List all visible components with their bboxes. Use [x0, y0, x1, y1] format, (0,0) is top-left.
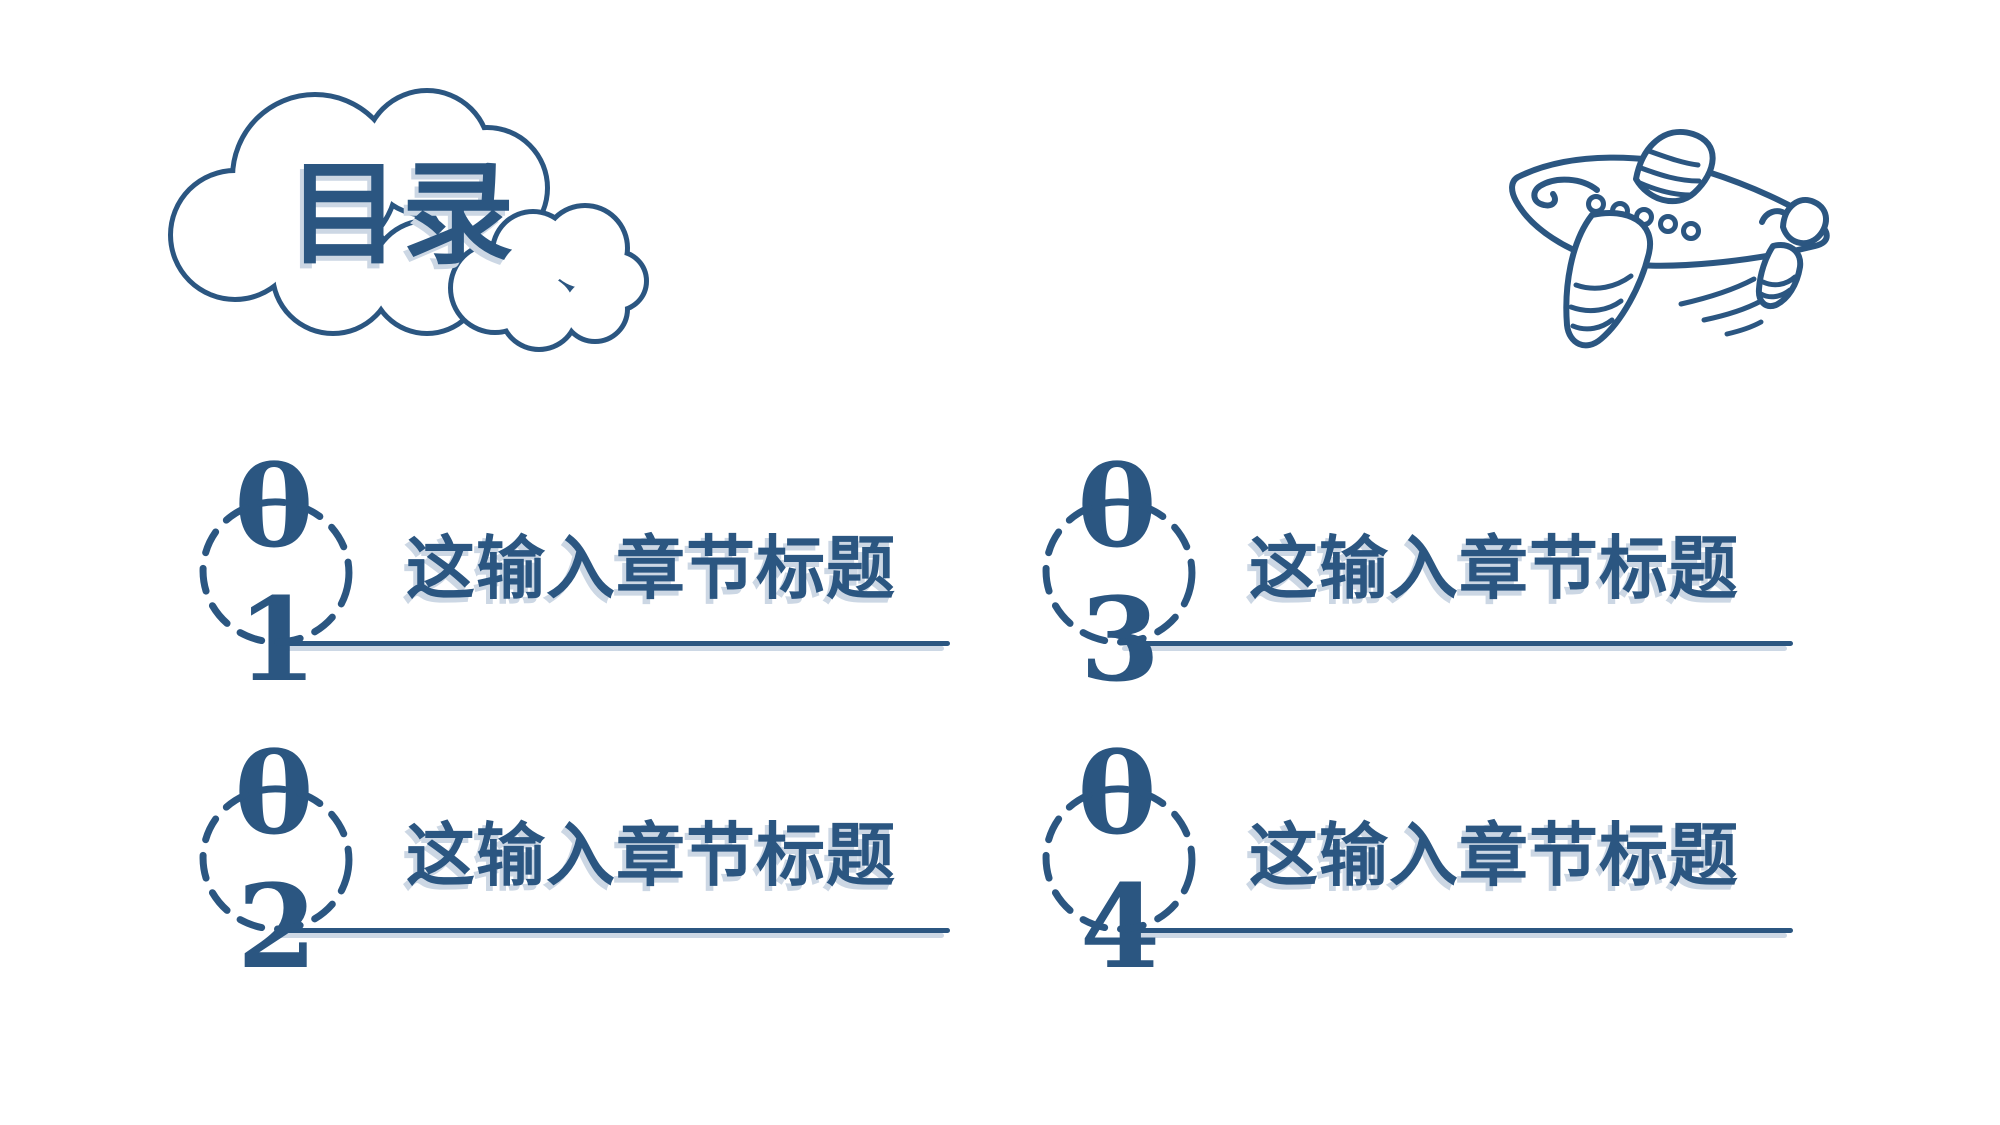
toc-item-04[interactable]: 0 4 这输入章节标题 — [1033, 732, 1813, 984]
toc-item-label: 这输入章节标题 — [1249, 530, 1739, 607]
toc-item-number-bottom: 2 — [237, 860, 317, 975]
underline — [285, 928, 950, 933]
dashed-circle — [1042, 498, 1196, 646]
small-cloud — [448, 203, 649, 352]
toc-item-label: 这输入章节标题 — [406, 530, 896, 607]
toc-item-number-bottom: 1 — [237, 573, 317, 688]
number-badge: 0 1 — [199, 448, 353, 688]
cloud-icon — [168, 88, 649, 352]
toc-item-number-bottom: 4 — [1080, 860, 1160, 975]
airplane-top-wing — [1633, 129, 1716, 205]
airplane-icon — [1509, 129, 1830, 349]
airplane-main-wing — [1563, 210, 1654, 349]
toc-item-number-bottom: 3 — [1080, 573, 1160, 688]
toc-item-03[interactable]: 0 3 这输入章节标题 — [1033, 445, 1813, 697]
airplane-tail — [1755, 197, 1829, 309]
underline — [285, 641, 950, 646]
page-title: 目录 — [288, 152, 516, 277]
underline — [1128, 641, 1793, 646]
toc-item-01[interactable]: 0 1 这输入章节标题 — [190, 445, 970, 697]
toc-item-label: 这输入章节标题 — [1249, 817, 1739, 894]
toc-item-02[interactable]: 0 2 这输入章节标题 — [190, 732, 970, 984]
underline — [1128, 928, 1793, 933]
number-badge: 0 4 — [1042, 735, 1196, 975]
dashed-circle — [1042, 785, 1196, 933]
toc-item-label: 这输入章节标题 — [406, 817, 896, 894]
dashed-circle — [199, 785, 353, 933]
cockpit-window — [1531, 176, 1600, 209]
number-badge: 0 2 — [199, 735, 353, 975]
motion-swoosh-icon — [1678, 276, 1764, 337]
dashed-circle — [199, 498, 353, 646]
number-badge: 0 3 — [1042, 448, 1196, 688]
